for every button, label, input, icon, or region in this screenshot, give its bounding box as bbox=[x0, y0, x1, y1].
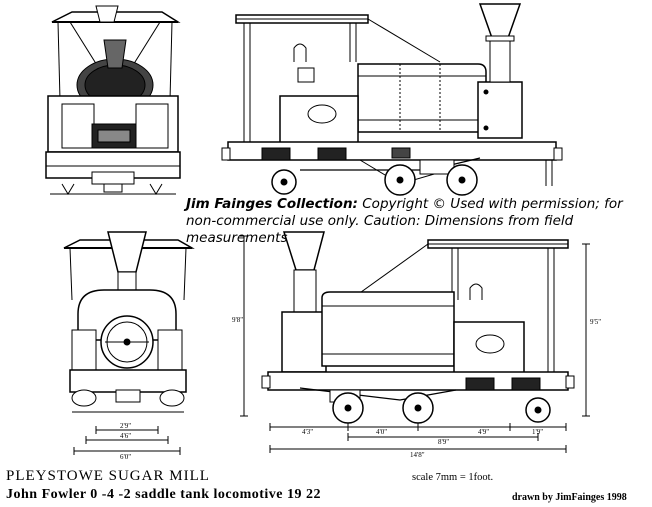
dim-d2: 4'0" bbox=[376, 428, 387, 436]
copyright-credit: Jim Fainges Collection: Copyright © Used… bbox=[186, 196, 648, 247]
dim-front-b: 4'6" bbox=[120, 432, 131, 440]
dim-d1: 4'3" bbox=[302, 428, 313, 436]
rear-end-view bbox=[45, 5, 181, 195]
dim-height-right: 9'5" bbox=[590, 318, 601, 326]
dim-d3: 4'9" bbox=[478, 428, 489, 436]
dim-d4: 1'9" bbox=[532, 428, 543, 436]
dim-overall: 14'8" bbox=[410, 451, 425, 459]
credit-text: Copyright © Used with permission; for no… bbox=[186, 196, 623, 246]
drawing-subtitle: John Fowler 0 -4 -2 saddle tank locomoti… bbox=[6, 487, 322, 502]
drawn-by-note: drawn by JimFainges 1998 bbox=[512, 492, 627, 503]
side-elevation-bottom bbox=[240, 231, 590, 453]
credit-collection: Jim Fainges Collection: bbox=[186, 196, 358, 212]
front-end-view bbox=[63, 231, 195, 455]
dim-d5: 8'9" bbox=[438, 438, 449, 446]
side-elevation-top bbox=[221, 3, 563, 196]
drawing-title: PLEYSTOWE SUGAR MILL bbox=[6, 468, 210, 484]
dim-front-a: 2'9" bbox=[120, 422, 131, 430]
dim-front-c: 6'0" bbox=[120, 453, 131, 461]
dim-height-left: 9'8" bbox=[232, 316, 243, 324]
scale-note: scale 7mm = 1foot. bbox=[412, 472, 494, 483]
